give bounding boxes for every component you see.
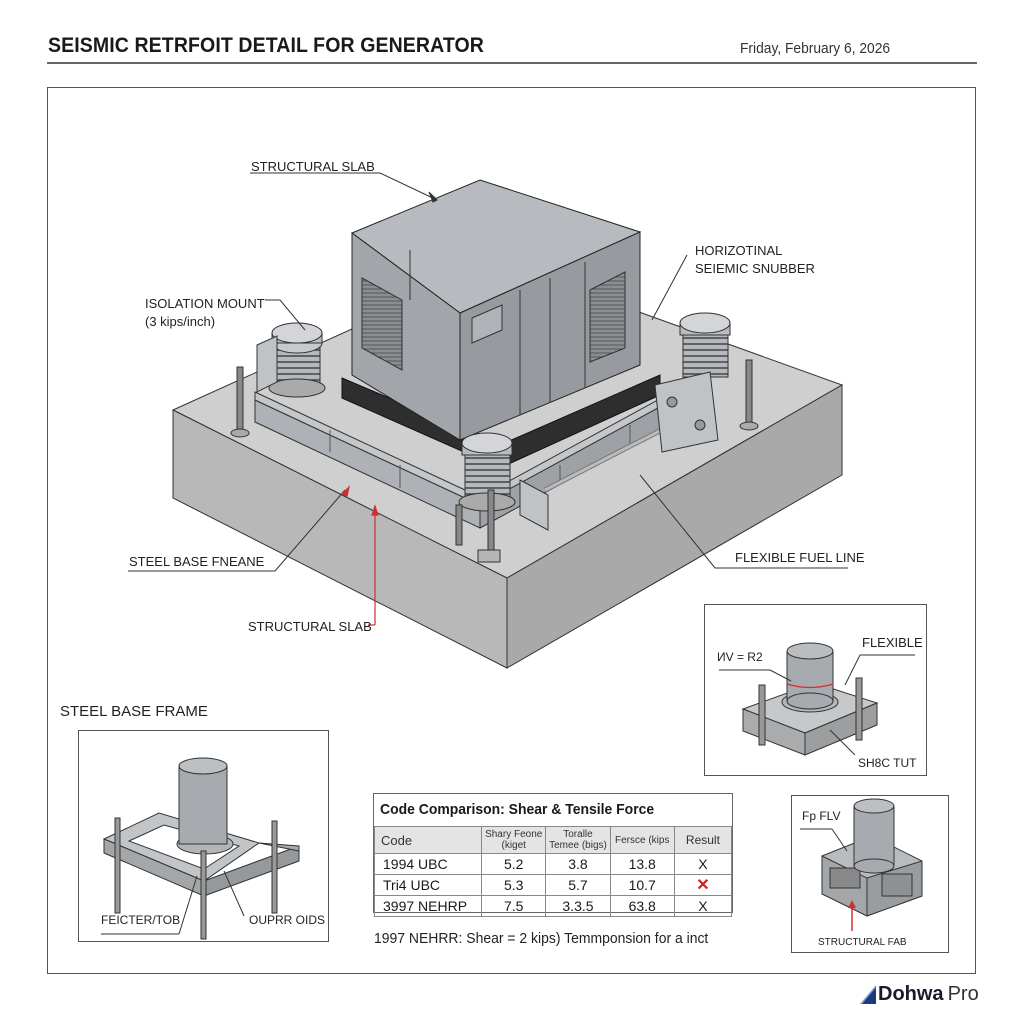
cell-code: 1994 UBC <box>373 853 483 875</box>
steel-base-frame <box>254 376 712 529</box>
cell-code: Tri4 UBC <box>373 874 483 896</box>
inset-mount-detail: ИV = R2 FLEXIBLE SH8C TUT <box>704 604 927 776</box>
snubber-detail-drawing <box>800 798 923 931</box>
cell-tensile: 3.3.5 <box>545 895 611 917</box>
col-header-shear: Shary Feone (kiget <box>481 826 547 854</box>
brand-logo: Dohwa Pro <box>858 983 979 1006</box>
label-structural-slab-top: STRUCTURAL SLAB <box>251 159 375 174</box>
table-row: 1994 UBC 5.2 3.8 13.8 X <box>373 853 733 875</box>
anchor-bolts <box>230 359 759 563</box>
table-footnote: 1997 NEHRR: Shear = 2 kips) Temmponsion … <box>374 930 709 947</box>
title-divider <box>47 62 977 64</box>
cell-code: 3997 NEHRP <box>373 895 483 917</box>
code-comparison-table: Code Comparison: Shear & Tensile Force C… <box>373 793 733 917</box>
label-snubber-line2: SEIEMIC SNUBBER <box>695 261 815 276</box>
table-row: 3997 NEHRP 7.5 3.3.5 63.8 X <box>373 895 733 917</box>
comparison-grid: Code Shary Feone (kiget Toralle Temee (b… <box>373 826 733 917</box>
label-mount-bottom: SH8C TUT <box>858 756 917 770</box>
label-snubber-line1: HORIZOTINAL <box>695 243 783 258</box>
cell-result: X <box>673 895 733 917</box>
col-header-result: Result <box>673 826 733 854</box>
table-title: Code Comparison: Shear & Tensile Force <box>380 801 655 818</box>
cell-shear: 5.2 <box>481 853 547 875</box>
label-frame-right: OUPRR OIDS <box>249 913 326 927</box>
isolation-mount-right <box>679 312 731 378</box>
label-mount-formula: ИV = R2 <box>717 650 763 664</box>
date-label: Friday, February 6, 2026 <box>740 40 891 57</box>
inset-snubber-detail: Fp FLV STRUCTURAL FAB <box>791 795 949 953</box>
cell-shear: 5.3 <box>481 874 547 896</box>
cell-force: 10.7 <box>609 874 675 896</box>
label-snubber-bottom: STRUCTURAL FAB <box>818 937 907 948</box>
label-mount-flexible: FLEXIBLE <box>862 635 923 650</box>
seismic-snubber-left <box>256 335 278 393</box>
cell-result-fail-icon: ✕ <box>673 874 733 896</box>
brand-name: Dohwa <box>878 983 944 1005</box>
cell-tensile: 3.8 <box>545 853 611 875</box>
inset-steel-base-frame: FEICTER/TOB OUPRR OIDS <box>78 730 329 942</box>
red-callout-arrows <box>340 485 379 626</box>
label-frame-left: FEICTER/TOB <box>101 913 181 927</box>
mount-detail-drawing <box>719 642 915 756</box>
seismic-snubber-front <box>519 479 549 531</box>
label-isolation-mount-rating: (3 kips/inch) <box>145 314 216 329</box>
main-drawing-frame <box>47 87 976 974</box>
generator-enclosure <box>350 179 642 441</box>
inset-left-heading: STEEL BASE FRAME <box>60 703 208 720</box>
cell-result: X <box>673 853 733 875</box>
cell-force: 63.8 <box>609 895 675 917</box>
brand-suffix: Pro <box>947 983 979 1005</box>
table-header-row: Code Shary Feone (kiget Toralle Temee (b… <box>373 826 733 854</box>
cell-shear: 7.5 <box>481 895 547 917</box>
label-isolation-mount: ISOLATION MOUNT <box>145 296 265 311</box>
col-header-force: Fersce (kips <box>609 826 675 854</box>
table-row: Tri4 UBC 5.3 5.7 10.7 ✕ <box>373 874 733 896</box>
brand-mark-icon <box>860 985 877 1004</box>
page-title: SEISMIC RETRFOIT DETAIL FOR GENERATOR <box>48 34 485 57</box>
label-structural-slab-bottom: STRUCTURAL SLAB <box>248 619 372 634</box>
isolation-mount-front <box>458 432 516 512</box>
isolation-mount-left <box>268 322 326 398</box>
label-snubber-top: Fp FLV <box>802 809 841 823</box>
seismic-snubber-right <box>654 371 719 453</box>
cell-tensile: 5.7 <box>545 874 611 896</box>
label-steel-base-frame: STEEL BASE FNEANE <box>129 554 265 569</box>
col-header-code: Code <box>373 826 483 854</box>
col-header-tensile: Toralle Temee (bigs) <box>545 826 611 854</box>
steel-base-frame-drawing <box>101 757 300 940</box>
cell-force: 13.8 <box>609 853 675 875</box>
label-flexible-fuel-line: FLEXIBLE FUEL LINE <box>735 550 865 565</box>
callout-leaders <box>128 172 848 572</box>
